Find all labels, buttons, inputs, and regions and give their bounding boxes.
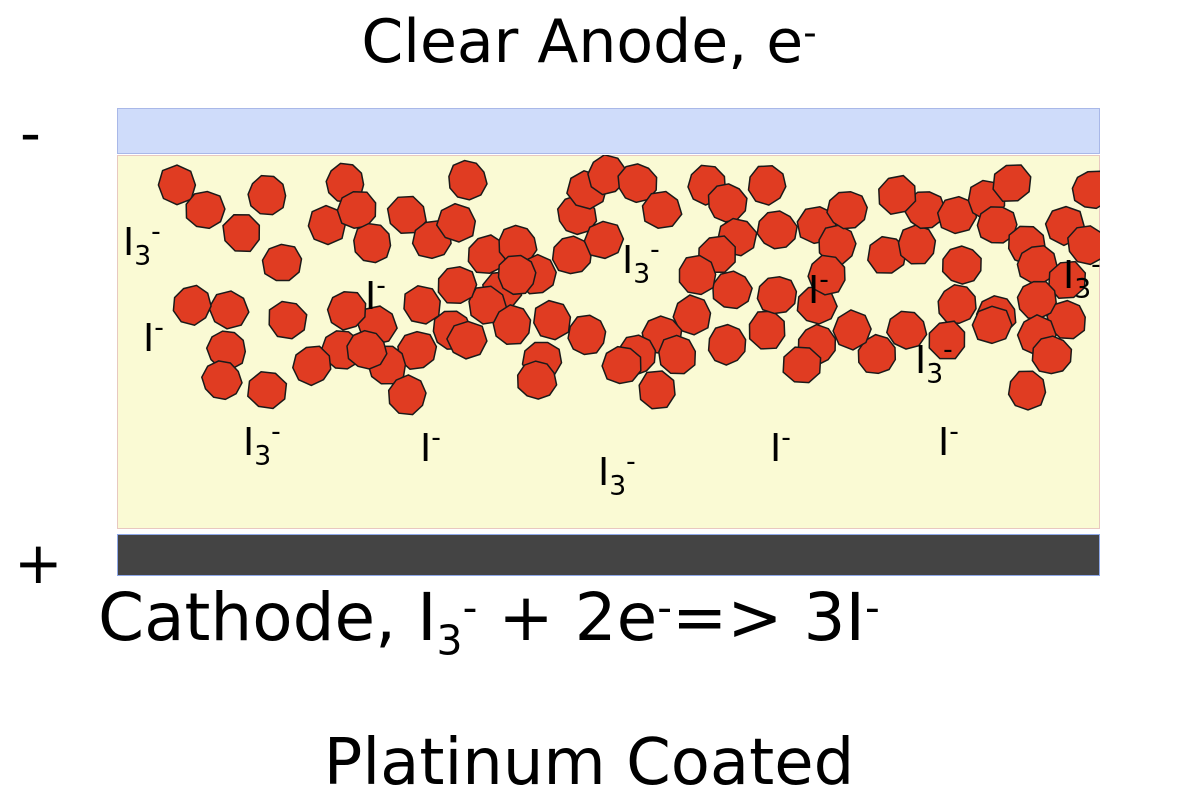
triiodide-ion-label: I3- [123,216,161,272]
triiodide-ion-label: I3- [1063,249,1101,305]
dye-particle [353,222,392,264]
dye-particle [641,190,683,229]
dye-particle [446,320,488,360]
dye-particle [307,204,347,246]
dye-particle [748,310,786,350]
title: Clear Anode, e- [361,7,817,77]
triiodide-ion-label: I3- [622,234,660,290]
dye-particle [712,270,753,310]
dye-particle [1016,280,1057,319]
dye-particle [878,174,917,216]
iodide-ion-label: I- [938,416,959,464]
dye-particle [292,345,332,387]
dye-particle [435,202,477,243]
dye-particle [928,320,966,360]
dye-particle [222,214,261,253]
dye-particle [658,334,697,375]
dye-particle [678,254,717,296]
iodide-ion-label: I- [143,312,164,360]
dye-particle [448,159,488,201]
dye-particle [492,304,532,345]
dye-particle [1048,260,1087,299]
dye-particle [638,370,676,410]
dye-particle [992,164,1032,202]
dye-particle [157,164,197,206]
dye-particle [756,210,798,250]
anode-layer [117,108,1100,154]
cathode-layer [117,534,1100,576]
dye-particle [205,330,247,370]
dye-particle [707,323,747,366]
triiodide-ion-label: I3- [243,416,281,472]
dye-particle [208,290,250,330]
dye-particle [1071,170,1100,210]
dye-particle [941,245,982,285]
iodide-ion-label: I- [365,270,386,318]
dye-particle [497,254,537,296]
subtitle: Platinum Coated [323,726,855,800]
dye-particle [247,371,288,410]
dye-particle [937,284,977,325]
dye-particle [326,291,367,331]
dye-particle [747,165,787,206]
dye-particle [172,284,212,327]
dye-particle [756,276,798,315]
dye-particle [601,345,642,385]
triiodide-ion-label: I3- [915,334,953,390]
dye-particles [157,155,1100,416]
dye-particle [826,190,868,230]
dye-particle [897,224,937,265]
anode-minus-sign: - [20,99,41,167]
dye-particle [261,243,303,282]
dye-particle [268,300,308,340]
iodide-ion-label: I- [808,264,829,312]
dye-particle [336,190,377,229]
dye-particle [200,360,243,401]
dye-particle [807,254,846,296]
cathode-equation: Cathode, I3- + 2e-=> 3I- [98,579,880,665]
dye-particle [533,299,572,341]
iodide-ion-label: I- [770,422,791,470]
iodide-ion-label: I- [420,422,441,470]
triiodide-ion-label: I3- [598,446,636,502]
dye-particle [1031,335,1073,375]
dye-particle [885,310,928,350]
dye-particle [832,309,872,351]
dye-particle [437,266,478,305]
dye-particle [403,285,441,325]
dye-particle [782,346,822,384]
dye-particle [467,234,508,274]
dye-particle [1007,370,1047,411]
dye-particle [1067,225,1100,266]
dye-particle [567,314,607,356]
dye-particle [516,360,558,400]
dye-particle [617,163,658,204]
dye-particle [971,305,1013,345]
dye-particle [247,174,287,216]
dye-particle [387,374,427,416]
dye-particle [346,329,388,370]
dye-particle [583,220,625,260]
cathode-plus-sign: + [14,529,63,597]
dye-particle [707,183,748,223]
dye-particle [185,190,226,230]
